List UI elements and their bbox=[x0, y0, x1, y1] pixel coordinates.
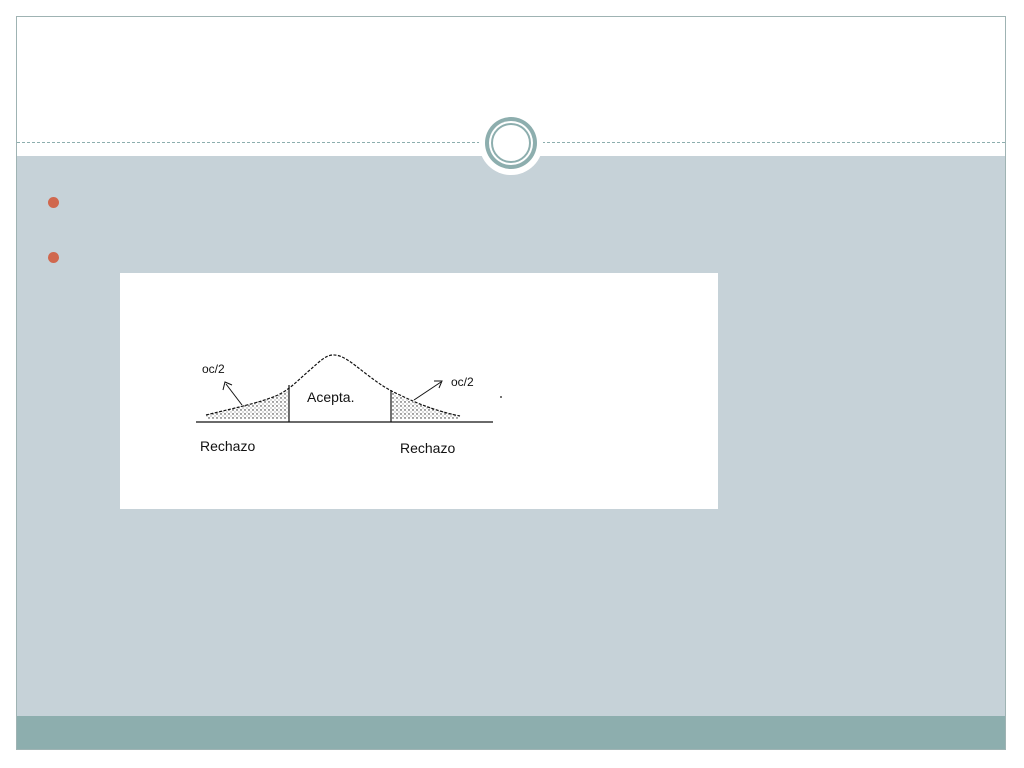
alpha-left-label: oc/2 bbox=[202, 362, 225, 376]
stray-dot bbox=[500, 396, 502, 398]
reject-right-label: Rechazo bbox=[400, 440, 455, 456]
bell-curve bbox=[205, 354, 461, 417]
two-tailed-test-figure: oc/2 oc/2 Acepta. Rechazo Rechazo bbox=[120, 273, 718, 509]
ornament-inner-ring bbox=[491, 123, 531, 163]
left-alpha-arrow bbox=[225, 383, 243, 406]
reject-left-label: Rechazo bbox=[200, 438, 255, 454]
bullet-dot-icon bbox=[48, 252, 59, 263]
right-arrow-head-icon bbox=[434, 380, 443, 389]
alpha-right-label: oc/2 bbox=[451, 375, 474, 389]
left-arrow-head-icon bbox=[222, 381, 233, 391]
footer-bar bbox=[17, 716, 1005, 749]
bullet-dot-icon bbox=[48, 197, 59, 208]
slide: oc/2 oc/2 Acepta. Rechazo Rechazo bbox=[16, 16, 1006, 750]
right-alpha-arrow bbox=[413, 381, 442, 401]
accept-label: Acepta. bbox=[307, 389, 354, 405]
normal-curve-diagram: oc/2 oc/2 Acepta. Rechazo Rechazo bbox=[196, 354, 502, 456]
